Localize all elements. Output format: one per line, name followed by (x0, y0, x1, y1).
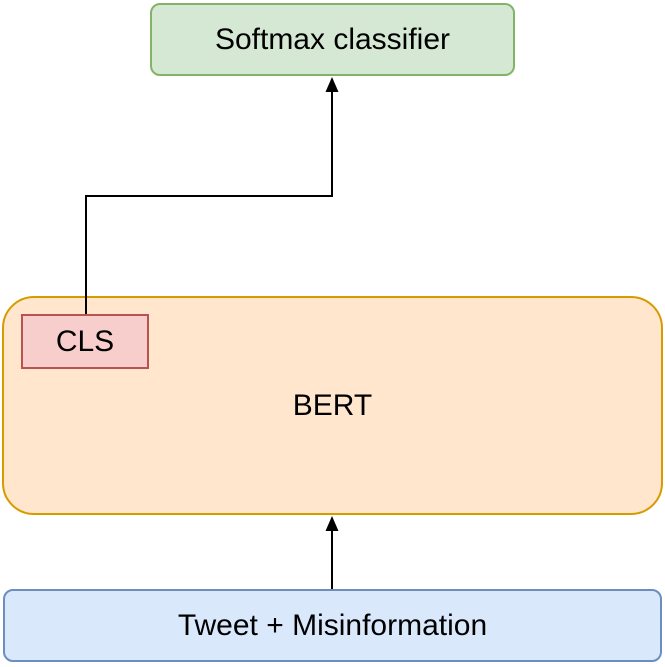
softmax-classifier-box: Softmax classifier (150, 3, 515, 76)
edge-cls-to-softmax (85, 89, 333, 314)
bert-label: BERT (292, 388, 373, 422)
arrowhead-softmax-icon (325, 77, 339, 92)
softmax-classifier-label: Softmax classifier (214, 22, 451, 56)
cls-token-label: CLS (55, 324, 115, 358)
arrowhead-bert-icon (325, 516, 339, 531)
cls-token-box: CLS (21, 314, 149, 369)
input-label: Tweet + Misinformation (177, 608, 488, 642)
input-box: Tweet + Misinformation (3, 589, 662, 662)
